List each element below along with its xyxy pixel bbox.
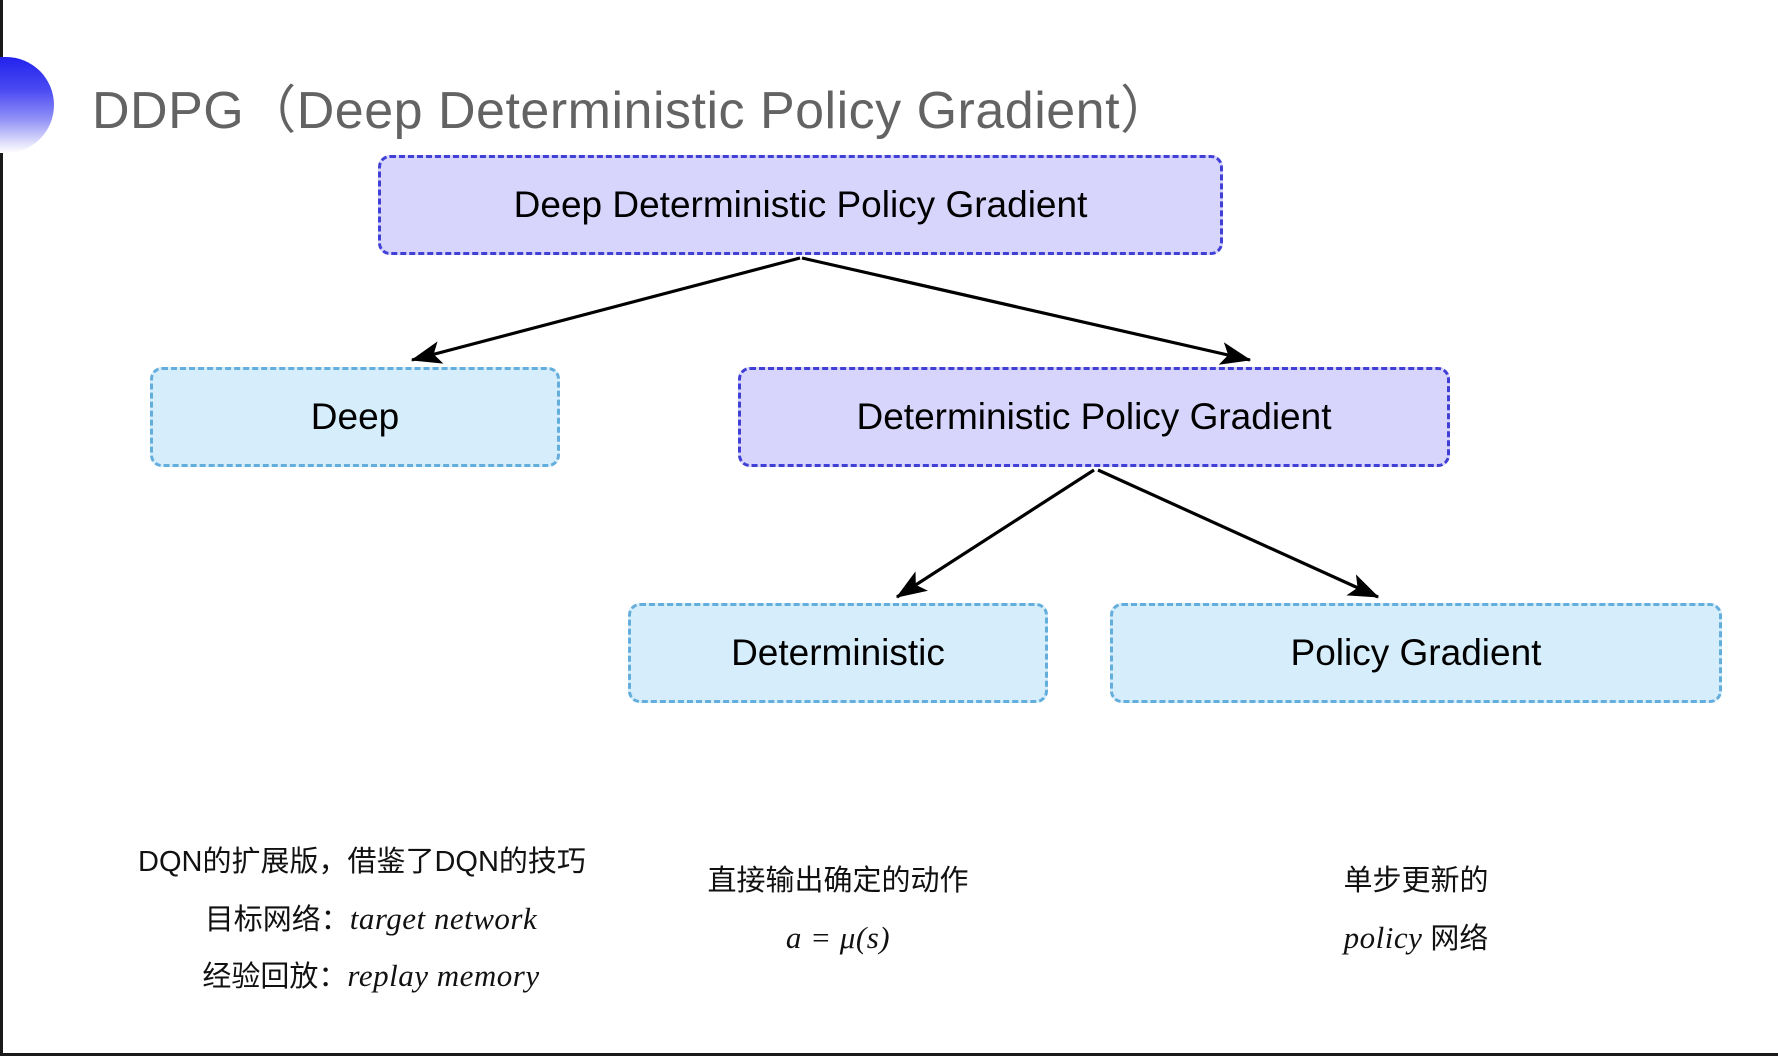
node-deep-deterministic-policy-gradient[interactable]: Deep Deterministic Policy Gradient [378, 155, 1223, 255]
slide-left-edge [0, 0, 3, 1056]
annotation-deterministic-line-1: 直接输出确定的动作 [707, 865, 969, 897]
slide-bottom-edge [0, 1053, 1778, 1056]
annotation-policy-gradient-term: policy [1343, 919, 1423, 955]
node-label: Deep Deterministic Policy Gradient [513, 183, 1088, 225]
edge-dpg-to-policy-gradient [1097, 468, 1380, 599]
annotation-deep: DQN的扩展版，借鉴了DQN的技巧 目标网络：target network 经验… [92, 836, 632, 1005]
page-title: DDPG（Deep Deterministic Policy Gradient） [92, 82, 1173, 140]
annotation-deterministic: 直接输出确定的动作 a = μ(s) [628, 855, 1048, 966]
edge-root-to-dpg [801, 256, 1252, 365]
annotation-policy-gradient: 单步更新的 policy 网络 [1110, 855, 1722, 966]
annotation-policy-gradient-suffix: 网络 [1422, 922, 1489, 955]
annotation-deep-line-3-label: 经验回放： [202, 961, 348, 994]
node-deterministic-policy-gradient[interactable]: Deterministic Policy Gradient [738, 367, 1450, 467]
node-policy-gradient[interactable]: Policy Gradient [1110, 603, 1722, 703]
node-deterministic[interactable]: Deterministic [628, 603, 1048, 703]
annotation-policy-gradient-line-1: 单步更新的 [1343, 865, 1489, 897]
node-label: Deterministic Policy Gradient [856, 395, 1332, 437]
annotation-deep-line-2-label: 目标网络： [204, 903, 350, 936]
annotation-deep-line-3: 经验回放：replay memory [92, 947, 632, 1005]
node-label: Policy Gradient [1290, 631, 1542, 673]
node-label: Deep [310, 395, 400, 437]
half-circle-gradient-icon [0, 57, 54, 153]
annotation-policy-gradient-line-2: policy 网络 [1110, 909, 1722, 967]
node-label: Deterministic [731, 631, 945, 673]
edge-dpg-to-deterministic [895, 468, 1095, 599]
annotation-deep-line-1: DQN的扩展版，借鉴了DQN的技巧 [138, 846, 586, 878]
annotation-deep-line-2-term: target network [349, 900, 538, 936]
annotation-deep-line-3-term: replay memory [347, 958, 540, 994]
edge-root-to-deep [410, 256, 801, 364]
annotation-deterministic-formula: a = μ(s) [785, 919, 891, 955]
node-deep[interactable]: Deep [150, 367, 560, 467]
annotation-deep-line-2: 目标网络：target network [92, 890, 632, 948]
